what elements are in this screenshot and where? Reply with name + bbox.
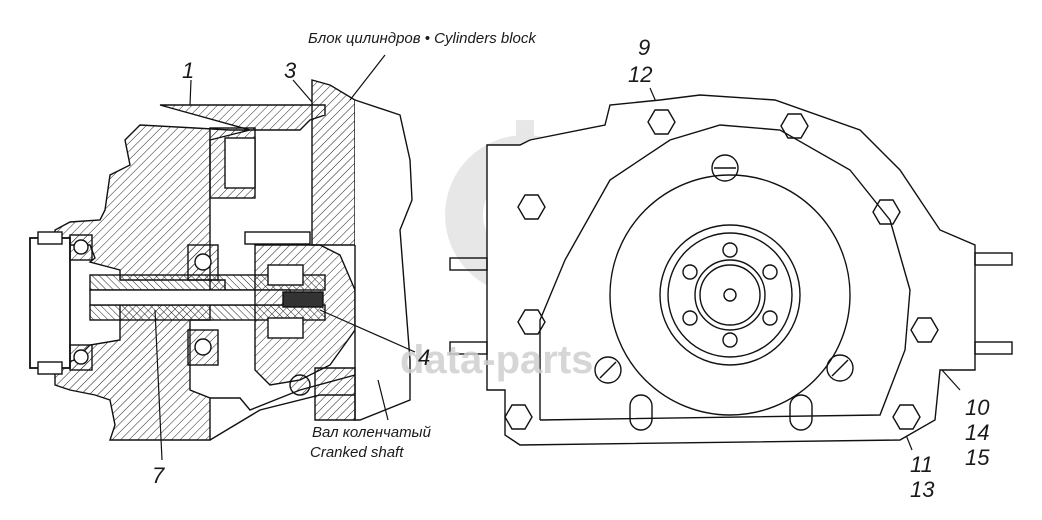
flange-holes <box>682 242 778 348</box>
caption-cranked-shaft-ru: Вал коленчатый <box>312 424 431 441</box>
bearing-lower-left <box>69 344 93 371</box>
callout-15: 15 <box>965 445 990 470</box>
hex-bolts <box>504 109 939 430</box>
callout-10: 10 <box>965 395 990 420</box>
callout-9: 9 <box>638 35 651 60</box>
studs <box>449 252 1013 355</box>
spring-4 <box>282 291 324 308</box>
callout-1: 1 <box>182 58 195 83</box>
flywheel-flange <box>609 174 851 416</box>
watermark-text: data-parts <box>400 338 594 382</box>
caption-cranked-shaft-en: Cranked shaft <box>310 444 404 461</box>
callout-13: 13 <box>910 477 935 502</box>
screw-heads <box>594 154 854 384</box>
callout-4: 4 <box>418 345 431 370</box>
bearing-upper-right <box>187 244 219 281</box>
callout-14: 14 <box>965 420 990 445</box>
bearing-upper-left <box>69 234 93 261</box>
front-view <box>449 94 1013 446</box>
callout-3: 3 <box>284 58 297 83</box>
bearing-lower-right <box>187 329 219 366</box>
sectional-view <box>29 79 413 441</box>
callout-7: 7 <box>152 463 165 488</box>
callout-12: 12 <box>628 62 653 87</box>
caption-cylinders-block: Блок цилиндров • Cylinders block <box>308 30 536 47</box>
leader-lines <box>154 54 961 461</box>
callout-11: 11 <box>910 452 933 477</box>
bolt <box>244 231 311 245</box>
